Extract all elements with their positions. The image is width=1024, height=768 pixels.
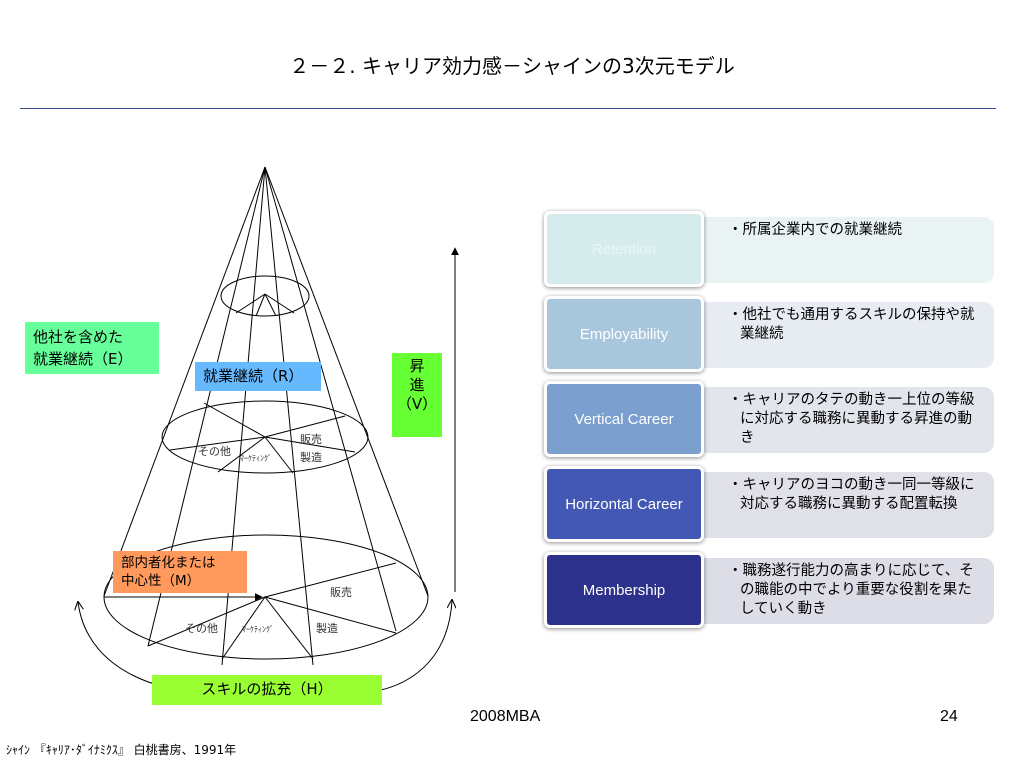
stack-row-horizontal-career: ・キャリアのヨコの動き一同一等級に対応する職務に異動する配置転換 Horizon… bbox=[544, 466, 996, 542]
upper-sales-label: 販売 bbox=[300, 433, 322, 446]
upper-marketing-label: ﾏｰｹﾃｨﾝｸﾞ bbox=[240, 454, 272, 463]
promotion-label: 昇 進 （V） bbox=[392, 353, 442, 437]
stack-row-employability: ・他社でも通用するスキルの保持や就業継続 Employability bbox=[544, 296, 996, 372]
stack-row-retention: ・所属企業内での就業継続 Retention bbox=[544, 211, 996, 287]
lower-mfg-label: 製造 bbox=[316, 621, 338, 635]
lower-sales-label: 販売 bbox=[330, 586, 352, 599]
upper-other-label: その他 bbox=[198, 445, 231, 458]
title-divider bbox=[20, 108, 996, 109]
upper-mfg-label: 製造 bbox=[300, 450, 322, 464]
lower-marketing-label: ﾏｰｹﾃｨﾝｸﾞ bbox=[242, 625, 274, 634]
stack-desc: ・所属企業内での就業継続 bbox=[704, 217, 994, 283]
stack-box-retention: Retention bbox=[544, 211, 704, 287]
centrality-label: 部内者化または 中心性（M） bbox=[113, 551, 247, 593]
stack-desc: ・キャリアのタテの動き一上位の等級に対応する職務に異動する昇進の動き bbox=[704, 387, 994, 453]
source-citation: ｼｬｲﾝ 『ｷｬﾘｱ･ﾀﾞｲﾅﾐｸｽ』 白桃書房、1991年 bbox=[6, 743, 237, 757]
page-number: 24 bbox=[940, 708, 958, 725]
stack-desc: ・他社でも通用するスキルの保持や就業継続 bbox=[704, 302, 994, 368]
footer-center: 2008MBA bbox=[470, 708, 541, 725]
stack-desc: ・キャリアのヨコの動き一同一等級に対応する職務に異動する配置転換 bbox=[704, 472, 994, 538]
stack-box-vertical-career: Vertical Career bbox=[544, 381, 704, 457]
other-company-label: 他社を含めた 就業継続（E） bbox=[25, 322, 159, 374]
stack-row-membership: ・職務遂行能力の高まりに応じて、その職能の中でより重要な役割を果たしていく動き … bbox=[544, 552, 996, 628]
stack-box-horizontal-career: Horizontal Career bbox=[544, 466, 704, 542]
stack-row-vertical-career: ・キャリアのタテの動き一上位の等級に対応する職務に異動する昇進の動き Verti… bbox=[544, 381, 996, 457]
stack-desc: ・職務遂行能力の高まりに応じて、その職能の中でより重要な役割を果たしていく動き bbox=[704, 558, 994, 624]
stack-box-employability: Employability bbox=[544, 296, 704, 372]
slide-title: ２－２. キャリア効力感－シャインの3次元モデル bbox=[289, 54, 735, 78]
lower-other-label: その他 bbox=[185, 622, 218, 635]
stack-box-membership: Membership bbox=[544, 552, 704, 628]
retention-label: 就業継続（R） bbox=[195, 362, 321, 391]
skill-expansion-label: スキルの拡充（H） bbox=[152, 675, 382, 705]
